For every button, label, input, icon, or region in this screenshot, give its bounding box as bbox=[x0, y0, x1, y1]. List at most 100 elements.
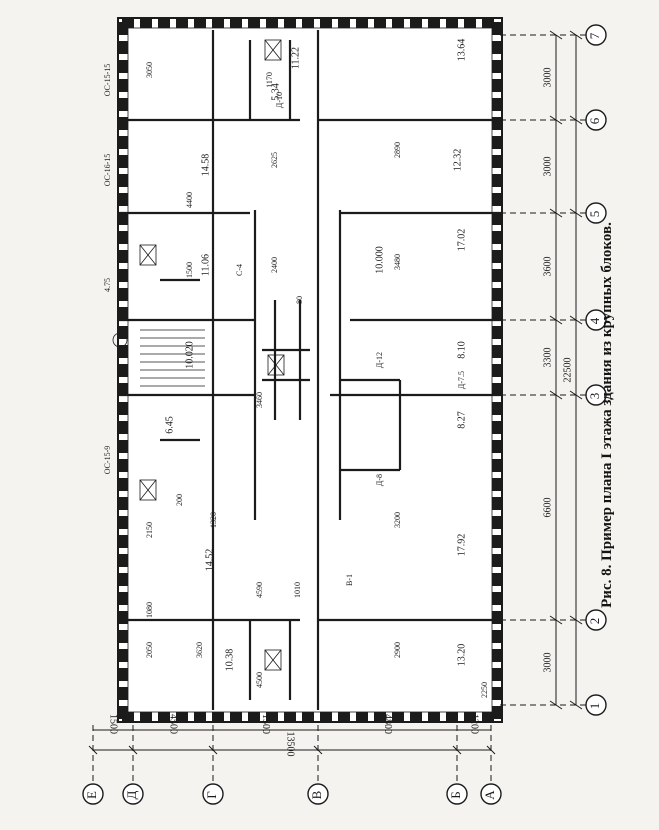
dim-tick bbox=[549, 390, 563, 400]
block-mark-label: ОС-16-15 bbox=[103, 154, 112, 187]
axis-label-2: 2 bbox=[587, 618, 602, 625]
axis-bubble-В bbox=[307, 783, 329, 805]
interior-dim-label: 3460 bbox=[255, 392, 264, 408]
wall-blocks bbox=[119, 19, 501, 721]
wall-block bbox=[119, 79, 128, 92]
wall-block bbox=[119, 98, 128, 111]
wall-block bbox=[492, 98, 501, 111]
wall-block bbox=[140, 712, 152, 721]
dim-total-label: 13500 bbox=[285, 732, 296, 757]
wall-block bbox=[492, 478, 501, 491]
wall-block bbox=[119, 174, 128, 187]
axis-label-В: В bbox=[309, 790, 324, 799]
wall-block bbox=[194, 19, 206, 28]
wall-block bbox=[492, 326, 501, 339]
wall-block bbox=[119, 573, 128, 586]
wall-block bbox=[212, 19, 224, 28]
block-mark-label: ОС-15-9 bbox=[103, 446, 112, 475]
dim-span-label: 6600 bbox=[542, 498, 553, 518]
dim-tick bbox=[569, 315, 583, 325]
wall-block bbox=[119, 516, 128, 529]
wall-block bbox=[464, 712, 476, 721]
interior-dim-label: 1170 bbox=[265, 72, 274, 88]
axis-label-4: 4 bbox=[587, 317, 602, 324]
interior-dim-label: 2250 bbox=[480, 682, 489, 698]
dim-tick bbox=[569, 115, 583, 125]
room-area-label: 10.38 bbox=[224, 649, 235, 672]
wall-block bbox=[266, 19, 278, 28]
wall-block bbox=[492, 421, 501, 434]
duct-cross bbox=[264, 39, 282, 61]
dim-tick bbox=[452, 745, 462, 755]
wall-block bbox=[356, 19, 368, 28]
wall-block bbox=[492, 630, 501, 643]
room-area-label: 5.34 bbox=[270, 83, 281, 101]
wall-block bbox=[492, 687, 501, 700]
axis-label-6: 6 bbox=[587, 117, 602, 124]
wall-block bbox=[122, 19, 134, 28]
wall-block bbox=[492, 212, 501, 225]
wall-block bbox=[194, 712, 206, 721]
room-area-label: 14.52 bbox=[204, 549, 215, 572]
wall-block bbox=[248, 712, 260, 721]
interior-dim-label: 200 bbox=[175, 494, 184, 506]
wall-block bbox=[492, 41, 501, 54]
dim-tick bbox=[486, 745, 496, 755]
wall-block bbox=[119, 41, 128, 54]
wall-block bbox=[176, 712, 188, 721]
duct-box bbox=[139, 244, 157, 266]
axis-bubble-3 bbox=[585, 384, 607, 406]
dim-tick bbox=[88, 745, 98, 755]
wall-block bbox=[119, 117, 128, 130]
wall-block bbox=[212, 712, 224, 721]
duct-cross bbox=[139, 244, 157, 266]
wall-block bbox=[158, 19, 170, 28]
wall-block bbox=[492, 117, 501, 130]
wall-block bbox=[492, 269, 501, 282]
wall-block bbox=[119, 478, 128, 491]
room-area-label: 17.02 bbox=[456, 229, 467, 252]
wall-block bbox=[302, 19, 314, 28]
duct-cross bbox=[267, 354, 285, 376]
duct-cross bbox=[264, 649, 282, 671]
wall-block bbox=[119, 440, 128, 453]
dim-tick bbox=[313, 745, 323, 755]
room-area-label: 12.32 bbox=[452, 149, 463, 172]
wall-block bbox=[410, 712, 422, 721]
axis-label-Д: Д bbox=[124, 790, 139, 799]
wall-block bbox=[140, 19, 152, 28]
block-mark-label: С-4 bbox=[235, 264, 244, 276]
block-mark-label: Д-8 bbox=[375, 474, 384, 486]
wall-block bbox=[392, 19, 404, 28]
interior-dim-label: 3480 bbox=[393, 254, 402, 270]
dim-tick bbox=[208, 745, 218, 755]
axis-bubble-2 bbox=[585, 609, 607, 631]
wall-block bbox=[176, 19, 188, 28]
dim-tick bbox=[549, 30, 563, 40]
dimension-lines bbox=[88, 30, 586, 782]
wall-block bbox=[119, 136, 128, 149]
wall-block bbox=[492, 402, 501, 415]
wall-block bbox=[492, 79, 501, 92]
room-area-label: 13.64 bbox=[456, 39, 467, 62]
block-mark-label: Д-10 bbox=[275, 92, 284, 108]
interior-dim-label: 4590 bbox=[255, 582, 264, 598]
wall-block bbox=[119, 592, 128, 605]
wall-block bbox=[374, 712, 386, 721]
wall-block bbox=[492, 155, 501, 168]
interior-dim-label: 2890 bbox=[393, 142, 402, 158]
axis-label-Г: Г bbox=[204, 791, 219, 799]
duct-box bbox=[139, 479, 157, 501]
wall-block bbox=[119, 269, 128, 282]
interior-dim-label: 2900 bbox=[393, 642, 402, 658]
interior-dim-label: 4400 bbox=[185, 192, 194, 208]
wall-block bbox=[492, 174, 501, 187]
wall-block bbox=[446, 19, 458, 28]
wall-block bbox=[119, 326, 128, 339]
wall-block bbox=[492, 193, 501, 206]
interior-dim-label: 3620 bbox=[195, 642, 204, 658]
axis-bubble-Д bbox=[122, 783, 144, 805]
wall-block bbox=[492, 573, 501, 586]
wall-block bbox=[492, 535, 501, 548]
